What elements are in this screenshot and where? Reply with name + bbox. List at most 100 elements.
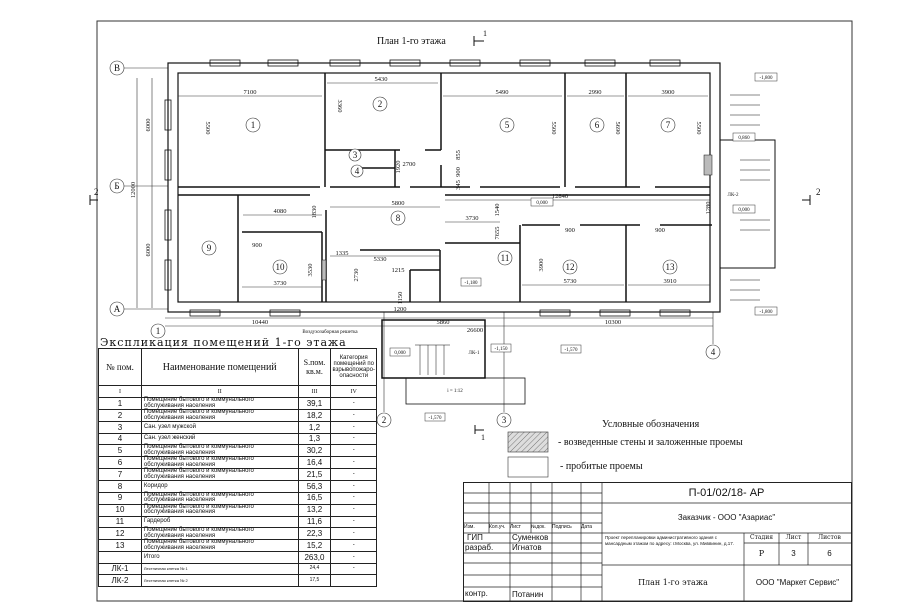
dimension-lines [178, 82, 710, 288]
svg-text:5330: 5330 [374, 256, 387, 263]
svg-text:3900: 3900 [662, 89, 675, 96]
room-number-cell: 13 [98, 539, 142, 552]
explication-table: № пом. Наименование помещений S.пом. кв.… [98, 348, 377, 587]
svg-text:10300: 10300 [605, 319, 621, 326]
svg-text:900: 900 [455, 167, 462, 177]
customer: Заказчик - ООО "Азариас" [677, 513, 776, 522]
svg-text:5860: 5860 [437, 319, 450, 326]
area-cell: 21,5 [297, 468, 332, 481]
room-number-cell: 9 [98, 491, 142, 505]
legend-item: - пробитые проемы [560, 461, 643, 472]
svg-text:900: 900 [655, 227, 665, 234]
svg-text:3730: 3730 [274, 280, 287, 287]
room-number: 9 [207, 243, 212, 253]
svg-text:1200: 1200 [394, 306, 407, 313]
person-name: Потанин [512, 590, 544, 599]
area-cell: 22,3 [297, 527, 332, 540]
company-name: ООО "Маркет Сервис" [755, 578, 840, 587]
svg-text:7100: 7100 [244, 89, 257, 96]
room-name-cell: Итого [140, 551, 299, 564]
axis-label-4: 4 [711, 347, 716, 357]
room-name-cell: Лестничная клетка № 2 [140, 574, 299, 587]
svg-text:-1,150: -1,150 [495, 347, 508, 352]
category-cell: - [330, 421, 377, 434]
legend-title: Условные обозначения [602, 419, 700, 430]
svg-text:855: 855 [455, 150, 462, 160]
svg-text:1830: 1830 [311, 206, 318, 219]
col-header: №док. [531, 524, 546, 530]
explication-title: Экспликация помещений 1-го этажа [100, 336, 347, 349]
section-mark [473, 36, 484, 46]
room-number: 6 [595, 120, 600, 130]
svg-text:0,860: 0,860 [738, 136, 750, 141]
svg-text:2730: 2730 [353, 269, 360, 282]
category-cell: - [330, 503, 377, 517]
area-cell: 1,3 [297, 432, 332, 445]
project-description: Проект перепланировки административного … [605, 535, 734, 546]
room-number-cell: 2 [98, 409, 142, 422]
svg-text:-1,800: -1,800 [760, 76, 773, 81]
svg-text:5430: 5430 [375, 76, 388, 83]
svg-text:-1,570: -1,570 [429, 416, 442, 421]
svg-text:5730: 5730 [564, 278, 577, 285]
room-name-cell: Помещение бытового и коммунального обслу… [140, 397, 299, 410]
room-markers [201, 96, 678, 275]
svg-text:5800: 5800 [392, 200, 405, 207]
svg-text:345: 345 [455, 180, 462, 190]
axis-label-b: Б [114, 181, 119, 191]
room-number: 2 [378, 99, 383, 109]
room-name-cell: Помещение бытового и коммунального обслу… [140, 456, 299, 469]
area-cell: 13,2 [297, 503, 332, 517]
axis-label-3: 3 [502, 415, 507, 425]
legend-item: - возведенные стены и заложенные проемы [558, 437, 743, 448]
person-name: Игнатов [512, 543, 542, 552]
room-number: 3 [353, 150, 358, 160]
room-name-cell: Помещение бытового и коммунального обслу… [140, 503, 299, 517]
svg-text:7655: 7655 [494, 227, 501, 240]
svg-text:1540: 1540 [494, 204, 501, 217]
document-code: П-01/02/18- АР [688, 487, 765, 499]
svg-text:0,000: 0,000 [536, 201, 548, 206]
area-cell: 16,5 [297, 491, 332, 505]
sheet-number: 3 [791, 549, 796, 558]
svg-text:1280: 1280 [705, 202, 712, 215]
room-number-cell: ЛК-2 [98, 574, 142, 587]
area-cell: 56,3 [297, 480, 332, 493]
area-cell: 16,4 [297, 456, 332, 469]
area-cell: 15,2 [297, 539, 332, 552]
room-name-cell: Помещение бытового и коммунального обслу… [140, 409, 299, 422]
room-number-cell: 10 [98, 503, 142, 517]
svg-text:5500: 5500 [695, 122, 702, 135]
axis-label-v: В [114, 63, 120, 73]
area-cell: 18,2 [297, 409, 332, 422]
svg-text:5500: 5500 [550, 122, 557, 135]
person-name: Суменков [512, 533, 549, 542]
svg-text:12000: 12000 [130, 182, 137, 198]
category-cell [330, 574, 377, 587]
svg-text:26600: 26600 [467, 327, 483, 334]
svg-text:1920: 1920 [395, 161, 402, 174]
room-number-cell: 12 [98, 527, 142, 540]
room-number: 13 [666, 262, 676, 272]
room-name-cell: Помещение бытового и коммунального обслу… [140, 444, 299, 457]
svg-text:1: 1 [481, 433, 485, 442]
category-cell: - [330, 515, 377, 528]
room-number: 10 [276, 262, 286, 272]
legend-hatch-swatch [507, 431, 549, 453]
title-block: П-01/02/18- АР Заказчик - ООО "Азариас" … [463, 482, 852, 602]
svg-text:-1,180: -1,180 [465, 281, 478, 286]
category-cell: - [330, 527, 377, 540]
stage: Р [758, 549, 765, 558]
area-cell: 24,4 [297, 562, 332, 575]
vent-label: Воздухозаборная решетка [302, 330, 358, 335]
room-name-cell: Помещение бытового и коммунального обслу… [140, 468, 299, 481]
walls [164, 59, 776, 405]
svg-text:1335: 1335 [336, 250, 349, 257]
